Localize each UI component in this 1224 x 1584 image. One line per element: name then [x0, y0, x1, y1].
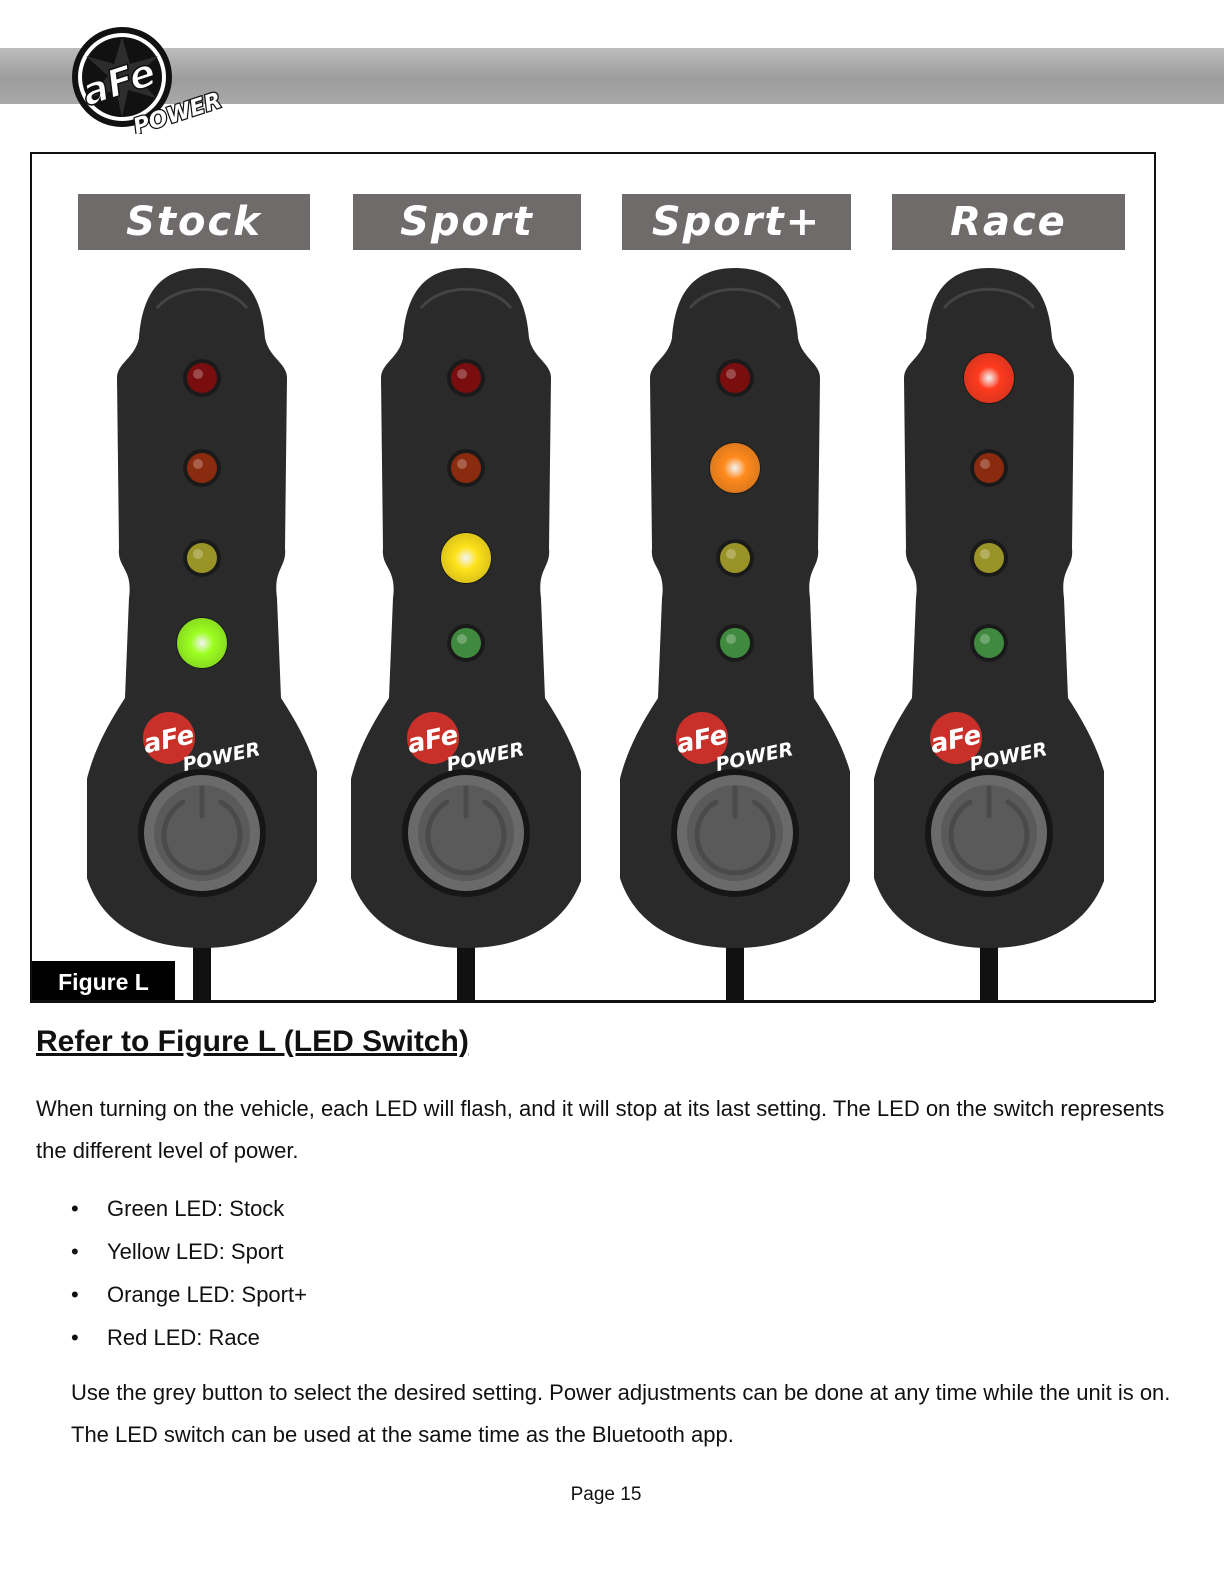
orange-led: [970, 449, 1008, 487]
yellow-led: [440, 532, 492, 584]
power-button: [671, 769, 799, 897]
yellow-led: [183, 539, 221, 577]
yellow-led: [970, 539, 1008, 577]
section-title: Refer to Figure L (LED Switch): [36, 1025, 469, 1058]
red-led: [716, 359, 754, 397]
power-button: [925, 769, 1053, 897]
switch-body: [344, 268, 590, 948]
led-list: • Green LED: Stock • Yellow LED: Sport • Or…: [36, 1187, 307, 1359]
mode-label-stock: Stock: [78, 194, 310, 250]
list-item-text: Red LED: Race: [107, 1325, 260, 1350]
intro-paragraph: When turning on the vehicle, each LED wi…: [36, 1096, 1165, 1163]
list-item-text: Green LED: Stock: [107, 1196, 285, 1221]
power-button: [402, 769, 530, 897]
switch-body: [867, 268, 1113, 948]
switch-body: [613, 268, 859, 948]
bullet: •: [71, 1325, 79, 1350]
mode-label-race: Race: [892, 194, 1125, 250]
list-item-text: Orange LED: Sport+: [107, 1282, 307, 1307]
red-led: [963, 352, 1015, 404]
list-item: • Red LED: Race: [36, 1316, 307, 1359]
bullet: •: [71, 1239, 79, 1264]
green-led: [176, 617, 228, 669]
bullet: •: [71, 1196, 79, 1221]
green-led: [716, 624, 754, 662]
orange-led: [709, 442, 761, 494]
power-button: [138, 769, 266, 897]
figure-rule: [30, 1001, 1154, 1003]
list-item: • Orange LED: Sport+: [36, 1273, 307, 1316]
red-led: [447, 359, 485, 397]
list-item-text: Yellow LED: Sport: [107, 1239, 284, 1264]
yellow-led: [716, 539, 754, 577]
green-led: [970, 624, 1008, 662]
bullet: •: [71, 1282, 79, 1307]
orange-led: [183, 449, 221, 487]
red-led: [183, 359, 221, 397]
list-item: • Yellow LED: Sport: [36, 1230, 307, 1273]
figure-caption: Figure L: [32, 961, 175, 1000]
outro-paragraph: Use the grey button to select the desire…: [71, 1380, 1171, 1447]
green-led: [447, 624, 485, 662]
afe-power-logo: aFe POWER: [72, 27, 226, 134]
mode-label-sport: Sport: [353, 194, 581, 250]
orange-led: [447, 449, 485, 487]
list-item: • Green LED: Stock: [36, 1187, 307, 1230]
switch-body: [80, 268, 326, 948]
mode-label-sport-plus: Sport+: [622, 194, 851, 250]
header-bar: [0, 48, 1224, 104]
page-number: Page 15: [570, 1484, 642, 1505]
